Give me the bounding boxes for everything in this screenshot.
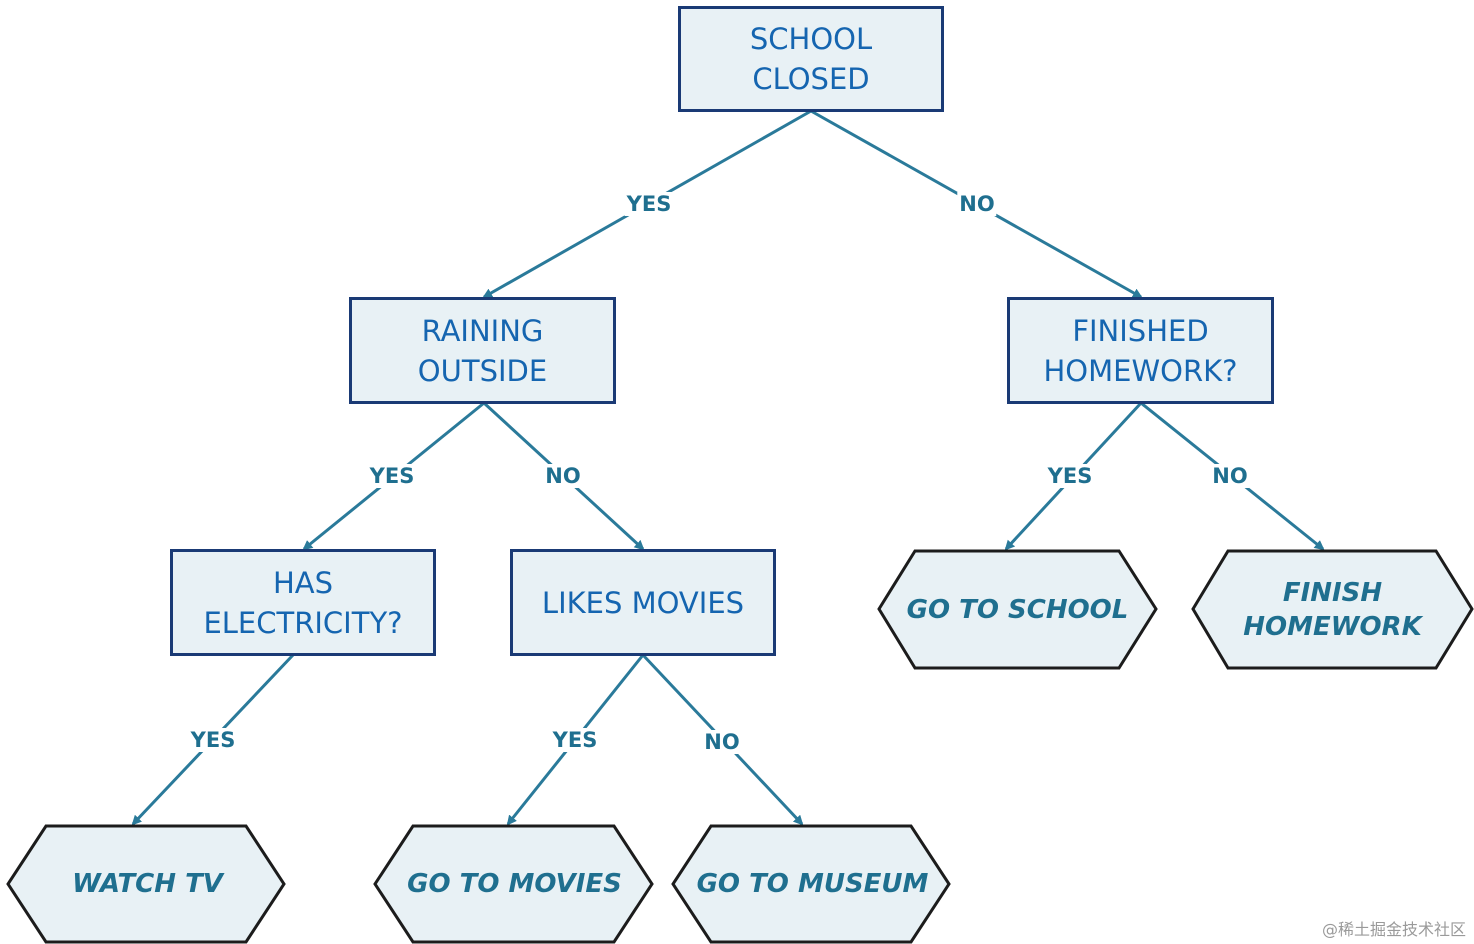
outcome-go-to-school: GO TO SCHOOL — [906, 594, 1129, 625]
node-raining-outside: RAINING OUTSIDE — [349, 297, 616, 404]
outcome-watch-tv-shape — [6, 824, 286, 944]
node-has-electricity: HAS ELECTRICITY? — [170, 549, 436, 656]
node-finished-homework: FINISHED HOMEWORK? — [1007, 297, 1274, 404]
edge-label-raining-no: NO — [543, 464, 583, 488]
outcome-finish-homework: FINISH HOMEWORK — [1243, 577, 1422, 642]
edge-label-homework-no: NO — [1210, 464, 1250, 488]
edge-label-school-yes: YES — [624, 192, 674, 216]
node-school-closed: SCHOOL CLOSED — [678, 6, 944, 112]
outcome-go-to-movies: GO TO MOVIES — [407, 869, 622, 899]
outcome-go-to-movies-shape — [373, 824, 654, 944]
edge-label-electricity-yes: YES — [188, 728, 238, 752]
outcome-go-to-museum: GO TO MUSEUM — [696, 869, 929, 899]
edge-label-school-no: NO — [957, 192, 997, 216]
edge-label-movies-no: NO — [702, 730, 742, 754]
outcome-go-to-museum-shape — [671, 824, 951, 944]
node-likes-movies: LIKES MOVIES — [510, 549, 776, 656]
edge-label-movies-yes: YES — [550, 728, 600, 752]
outcome-watch-tv: WATCH TV — [72, 869, 223, 899]
watermark: @稀土掘金技术社区 — [1321, 920, 1466, 939]
outcome-go-to-school-shape — [877, 549, 1158, 670]
edge-label-raining-yes: YES — [367, 464, 417, 488]
outcome-finish-homework-shape — [1191, 549, 1474, 670]
edge-label-homework-yes: YES — [1045, 464, 1095, 488]
